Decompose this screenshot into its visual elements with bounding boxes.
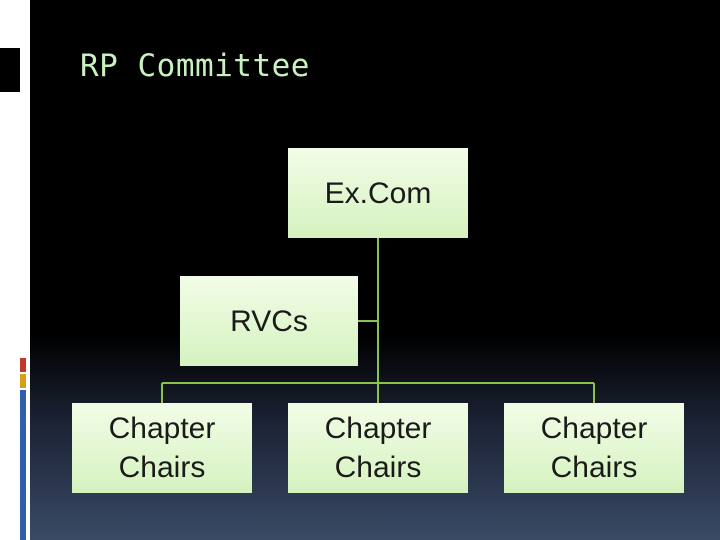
node-label-line1: Chapter [324, 412, 432, 445]
left-accent-gold [20, 374, 26, 388]
node-label-line1: Chapter [108, 412, 216, 445]
node-label-line2: Chairs [118, 451, 206, 484]
slide-title: RP Committee [80, 48, 310, 84]
node-excom: Ex.Com [288, 148, 468, 238]
node-label-line2: Chairs [550, 451, 638, 484]
left-edge-tab [0, 48, 20, 92]
node-label-line2: Chairs [334, 451, 422, 484]
node-label-line1: Chapter [540, 412, 648, 445]
node-chapter-chairs-1: Chapter Chairs [72, 403, 252, 493]
left-accent-red [20, 358, 26, 372]
node-rvcs: RVCs [180, 276, 358, 366]
node-rvcs-label: RVCs [230, 304, 308, 338]
node-chapter-chairs-2: Chapter Chairs [288, 403, 468, 493]
node-chapter-chairs-3: Chapter Chairs [504, 403, 684, 493]
node-excom-label: Ex.Com [324, 176, 432, 210]
left-accent-blue [20, 390, 26, 540]
